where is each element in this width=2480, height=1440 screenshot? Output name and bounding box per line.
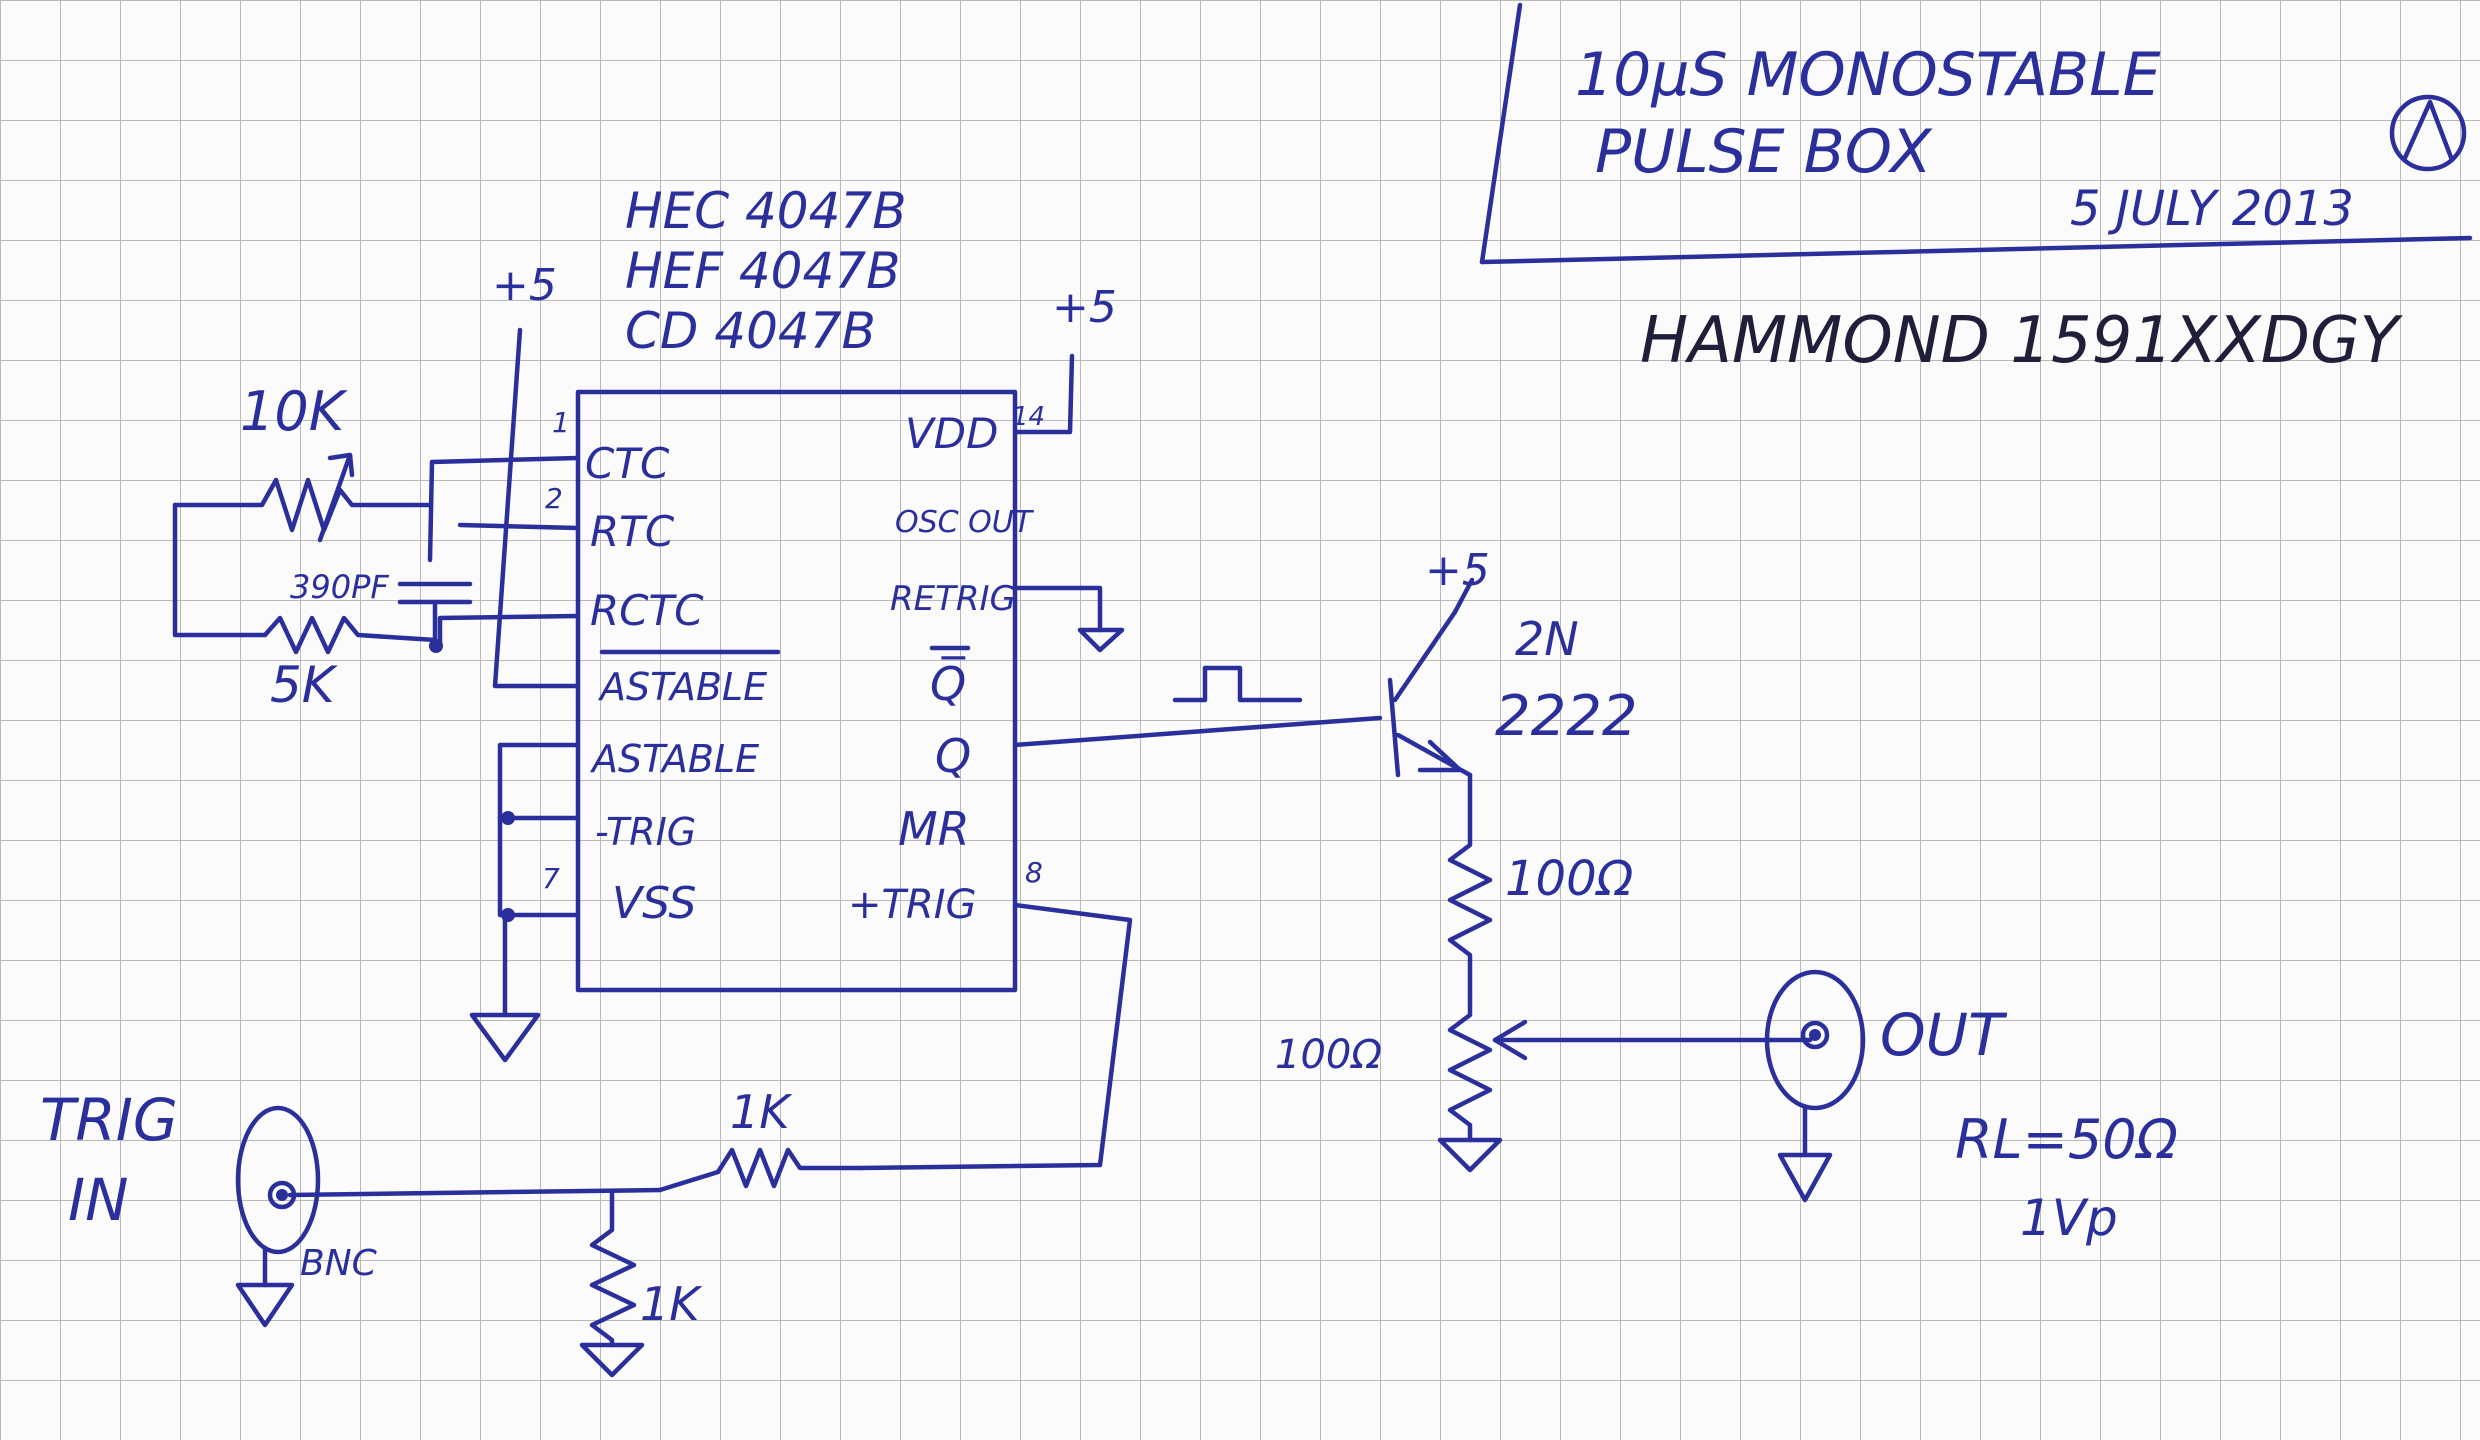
title-line-1: 10µS MONOSTABLE xyxy=(1575,40,2161,110)
vdd-supply-wire xyxy=(1012,353,1075,435)
timing-network xyxy=(172,452,581,655)
cap-390pf-label: 390PF xyxy=(290,568,389,606)
trig-in-label-2: IN xyxy=(68,1166,129,1234)
pin-number-8: 8 xyxy=(1025,856,1043,889)
q-output-wire xyxy=(1012,665,1383,748)
ic-4047-body xyxy=(575,389,1018,993)
transistor-label-2: 2222 xyxy=(1495,684,1638,749)
title-block: 10µS MONOSTABLE PULSE BOX 5 JULY 2013 xyxy=(1479,2,2473,265)
pin-label-retrig: RETRIG xyxy=(890,579,1016,619)
res-series-1k-label: 1K xyxy=(730,1085,793,1139)
pin-label-q: Q xyxy=(935,729,971,783)
transistor-label-1: 2N xyxy=(1515,612,1579,666)
res-5k-label: 5K xyxy=(270,656,339,714)
out-label: OUT xyxy=(1880,1001,2008,1069)
supply-label-left: +5 xyxy=(492,260,557,311)
pin-label-osc-out: OSC OUT xyxy=(895,505,1035,540)
pin-number-1: 1 xyxy=(552,406,570,439)
part-number-3: CD 4047B xyxy=(625,302,876,360)
supply-label-right: +5 xyxy=(1052,282,1117,333)
pin-label-astable: ASTABLE xyxy=(589,737,759,781)
bnc-label: BNC xyxy=(300,1243,378,1284)
pin-label-vss: VSS xyxy=(612,878,696,929)
load-label-2: 1Vp xyxy=(2020,1189,2118,1247)
pin-label-neg-trig: -TRIG xyxy=(595,810,696,854)
pin-label-q-bar: Q̅ xyxy=(930,656,966,711)
vss-ground-network xyxy=(469,742,581,1063)
pin-label-astable-bar: ASTABLE xyxy=(597,665,767,709)
res-emitter-label: 100Ω xyxy=(1505,851,1634,907)
retrig-ground xyxy=(1012,585,1125,653)
trig-in-label-1: TRIG xyxy=(40,1086,178,1154)
pin-number-7: 7 xyxy=(542,862,560,895)
load-label-1: RL=50Ω xyxy=(1955,1108,2178,1171)
supply-label-transistor: +5 xyxy=(1425,545,1490,596)
left-supply-rail xyxy=(492,327,581,689)
emitter-resistor xyxy=(1447,772,1493,1003)
pin-number-2: 2 xyxy=(545,482,563,515)
pot-out-label: 100Ω xyxy=(1275,1032,1382,1078)
pin-label-rtc: RTC xyxy=(590,507,675,556)
pin-label-mr: MR xyxy=(898,802,970,856)
pin-label-rctc: RCTC xyxy=(590,586,704,635)
date-text: 5 JULY 2013 xyxy=(2070,181,2354,237)
pin-label-ctc: CTC xyxy=(585,439,670,488)
pot-10k-label: 10K xyxy=(240,380,348,443)
title-line-2: PULSE BOX xyxy=(1595,117,1933,187)
part-number-2: HEF 4047B xyxy=(625,242,900,300)
output-pot xyxy=(1437,997,1813,1173)
pin-label-vdd: VDD xyxy=(905,409,998,458)
pin-number-14: 14 xyxy=(1012,402,1045,432)
pin-label-pos-trig: +TRIG xyxy=(848,882,977,928)
out-bnc-connector xyxy=(1764,969,1866,1203)
trig-in-bnc-connector xyxy=(235,1105,321,1328)
trigger-wire xyxy=(287,902,1133,1378)
part-number-1: HEC 4047B xyxy=(625,182,907,240)
res-shunt-1k-label: 1K xyxy=(640,1277,703,1331)
enclosure-text: HAMMOND 1591XXDGY xyxy=(1640,304,2404,378)
transistor-2n2222 xyxy=(1387,577,1475,778)
